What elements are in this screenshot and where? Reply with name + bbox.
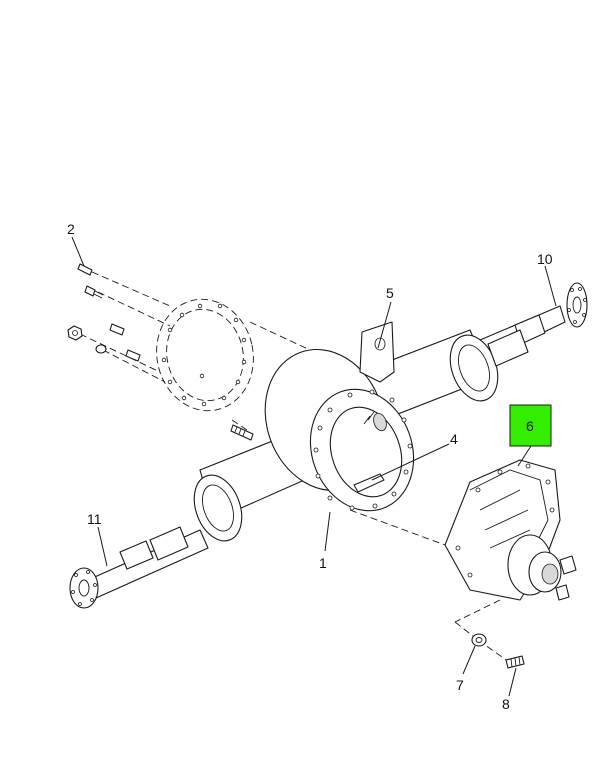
bracket-part-5 xyxy=(359,321,395,383)
leader-lines xyxy=(71,236,557,697)
callout-1[interactable]: 1 xyxy=(319,555,327,571)
differential-carrier-part-6 xyxy=(444,459,577,601)
callout-labels: 2 5 10 6 4 1 11 7 8 xyxy=(67,221,553,712)
callout-6-highlight xyxy=(509,404,552,447)
callout-10[interactable]: 10 xyxy=(537,251,553,267)
gasket-outline xyxy=(156,298,254,412)
callout-6[interactable]: 6 xyxy=(526,418,534,434)
washer-part-7 xyxy=(471,633,487,647)
callout-2[interactable]: 2 xyxy=(67,221,75,237)
right-axle-shaft-part-10 xyxy=(479,282,588,361)
callout-5[interactable]: 5 xyxy=(386,285,394,301)
callout-4[interactable]: 4 xyxy=(450,431,458,447)
callout-7[interactable]: 7 xyxy=(456,677,464,693)
stud-fastener-part-2 xyxy=(77,263,104,299)
nut-fastener xyxy=(67,325,83,341)
callout-8[interactable]: 8 xyxy=(502,696,510,712)
clip-part-4 xyxy=(353,473,385,493)
left-axle-shaft-part-11 xyxy=(69,526,209,609)
stud-bolts xyxy=(109,323,254,441)
callout-11[interactable]: 11 xyxy=(87,511,102,527)
washer-fastener xyxy=(95,344,107,354)
bolt-part-8 xyxy=(505,655,525,669)
